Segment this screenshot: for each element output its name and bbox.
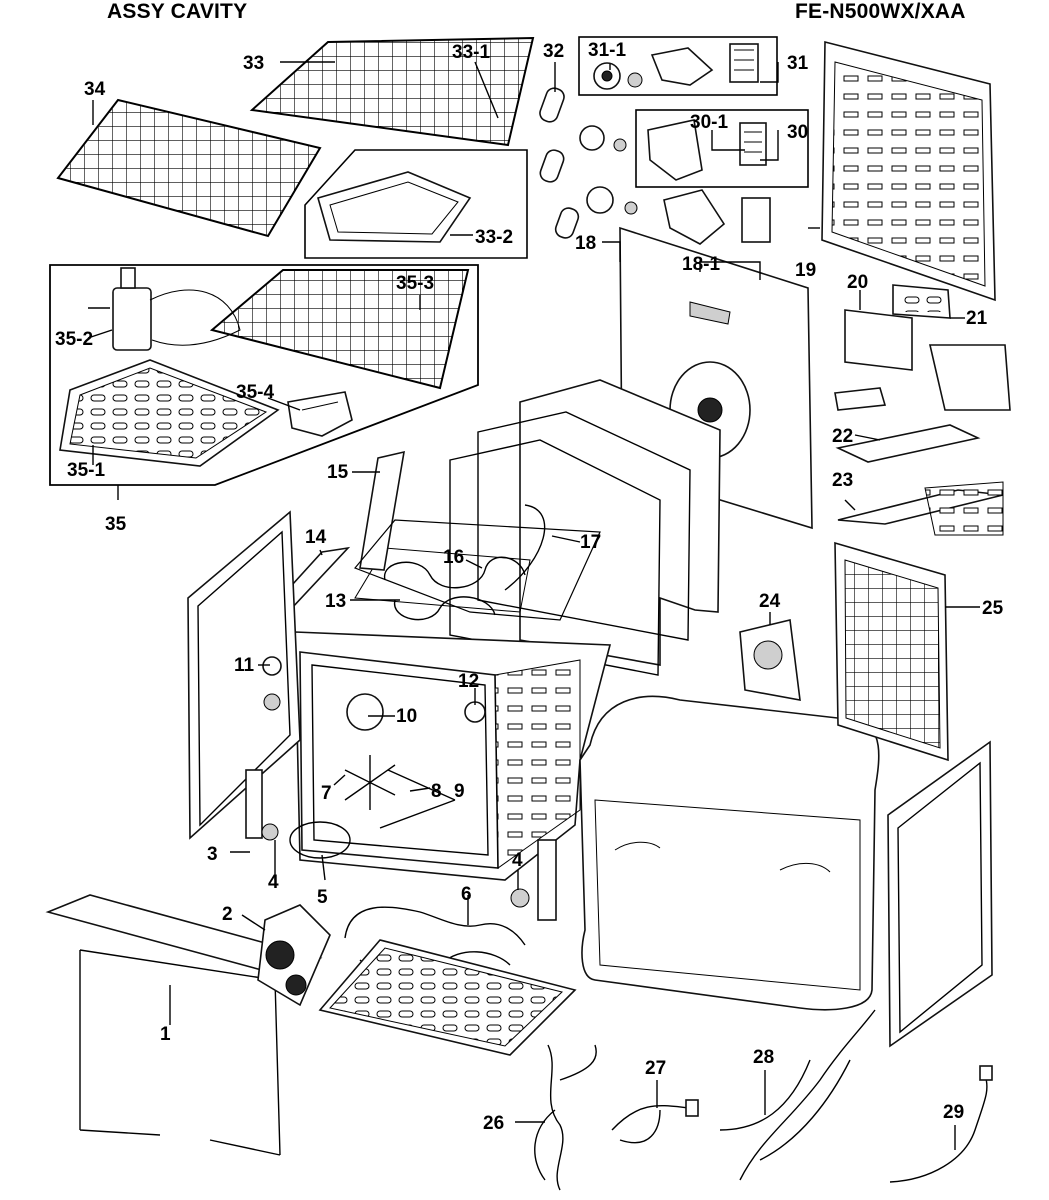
callout-35-3: 35-3 — [396, 273, 434, 294]
callout-26: 26 — [483, 1113, 504, 1134]
callout-9: 9 — [454, 781, 465, 802]
cleaner-bottle-35-2 — [112, 267, 241, 351]
callout-14: 14 — [305, 527, 327, 548]
convection-motor-assy-31 — [578, 36, 778, 96]
rack-35-3 — [209, 269, 470, 390]
callout-30-1: 30-1 — [690, 112, 728, 133]
insulation-panels-17 — [449, 379, 721, 676]
callout-4-right: 4 — [512, 850, 523, 871]
callout-24: 24 — [759, 591, 781, 612]
callout-18-1: 18-1 — [682, 254, 720, 275]
burner-knob-assy-2 — [257, 904, 331, 1007]
callout-labels: 1 2 3 4 4 5 6 7 8 9 10 11 12 13 14 15 16… — [55, 40, 1004, 1134]
broiler-pan-35-1 — [59, 359, 280, 467]
callout-33-1: 33-1 — [452, 42, 490, 63]
callout-35-1: 35-1 — [67, 460, 105, 481]
callout-17: 17 — [580, 532, 601, 553]
callout-21: 21 — [966, 308, 988, 329]
oven-rack-34 — [56, 98, 322, 238]
callout-10: 10 — [396, 706, 417, 727]
callout-13: 13 — [325, 591, 346, 612]
wire-harness-29 — [889, 1065, 993, 1183]
motor-parts-loose — [539, 87, 771, 245]
callout-32: 32 — [543, 41, 564, 62]
callout-35-2: 35-2 — [55, 329, 93, 350]
callout-27: 27 — [645, 1058, 666, 1079]
convection-fan-8 — [344, 755, 396, 810]
cooling-motor-assy-30 — [635, 109, 809, 188]
accessory-kit-box-35 — [49, 264, 479, 486]
callout-31: 31 — [787, 53, 809, 74]
callout-8: 8 — [431, 781, 442, 802]
rear-panel-19 — [821, 40, 996, 302]
model-number: FE-N500WX/XAA — [795, 0, 966, 23]
callout-16: 16 — [443, 547, 464, 568]
side-panel-25 — [834, 541, 949, 762]
bake-element-6 — [318, 839, 577, 1056]
callout-6: 6 — [461, 884, 472, 905]
outer-body — [579, 695, 880, 1011]
oven-rack-33-1 — [249, 36, 535, 147]
wire-harness-27 — [611, 1099, 699, 1144]
callout-23: 23 — [832, 470, 853, 491]
callout-11: 11 — [234, 655, 255, 676]
fan-assy-24 — [739, 619, 801, 701]
vent-duct-15 — [359, 450, 405, 571]
callout-22: 22 — [832, 426, 853, 447]
diagram-title: ASSY CAVITY — [107, 0, 248, 23]
callout-25: 25 — [982, 598, 1004, 619]
callout-5: 5 — [317, 887, 328, 908]
callout-18: 18 — [575, 233, 596, 254]
door-frame-right — [887, 740, 993, 1048]
wire-harness-26 — [534, 1044, 597, 1191]
callout-29: 29 — [943, 1102, 964, 1123]
callout-4-left: 4 — [268, 872, 279, 893]
rack-support-35-4 — [287, 391, 353, 437]
control-components-20-23 — [834, 284, 1011, 536]
callout-20: 20 — [847, 272, 868, 293]
leader-lines — [87, 61, 980, 1150]
callout-2: 2 — [222, 904, 233, 925]
callout-35-4: 35-4 — [236, 382, 274, 403]
callout-1: 1 — [160, 1024, 171, 1045]
callout-33: 33 — [243, 53, 264, 74]
callout-33-2: 33-2 — [475, 227, 513, 248]
broiler-pan-box-33-2 — [304, 149, 528, 259]
callout-15: 15 — [327, 462, 349, 483]
oven-cavity — [289, 631, 612, 881]
callout-12: 12 — [458, 671, 479, 692]
callout-31-1: 31-1 — [588, 40, 626, 61]
callout-3: 3 — [207, 844, 218, 865]
callout-35: 35 — [105, 514, 127, 535]
callout-28: 28 — [753, 1047, 774, 1068]
wire-harness-28 — [719, 1009, 876, 1181]
top-frame — [354, 504, 601, 621]
callout-19: 19 — [795, 260, 816, 281]
callout-30: 30 — [787, 122, 808, 143]
callout-7: 7 — [321, 783, 332, 804]
callout-34: 34 — [84, 79, 106, 100]
door-frame-left — [187, 510, 301, 841]
